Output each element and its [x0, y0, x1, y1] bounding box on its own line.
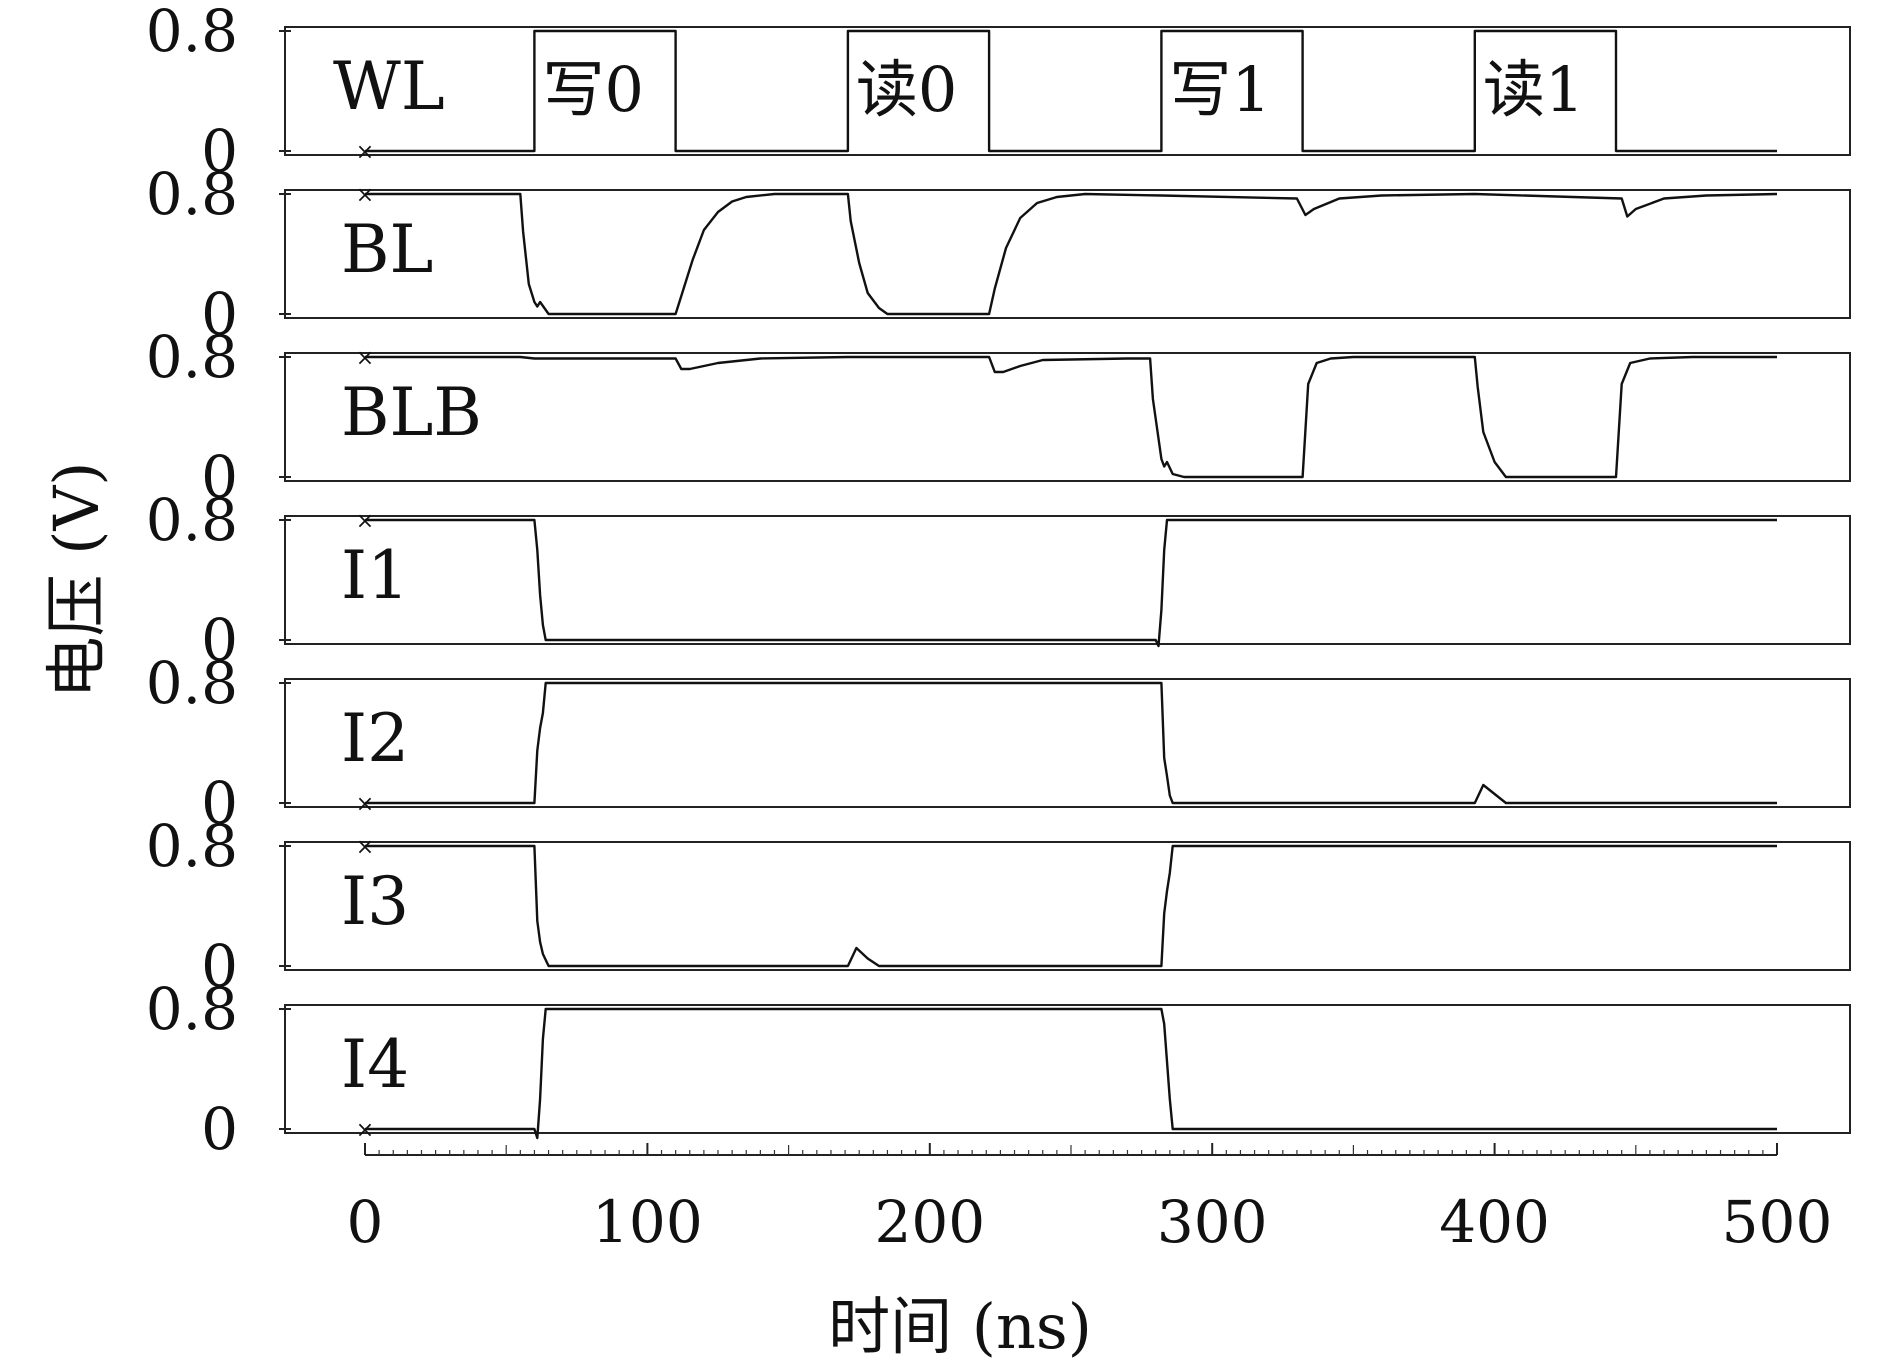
- y-tick-label: 0.8: [146, 812, 238, 880]
- series-label-blb: BLB: [341, 374, 482, 451]
- y-tick-label: 0: [201, 443, 238, 511]
- panel-frame: [284, 1004, 1851, 1134]
- series-label-wl: WL: [333, 48, 445, 125]
- y-tick-label: 0.8: [146, 975, 238, 1043]
- start-marker: ×: [356, 792, 374, 817]
- x-tick-label: 200: [874, 1188, 985, 1256]
- y-axis-title: 电压 (V): [40, 462, 113, 699]
- x-tick-label: 400: [1439, 1188, 1550, 1256]
- event-label: 读1: [1483, 53, 1584, 126]
- start-marker: ×: [356, 140, 374, 165]
- y-tick-label: 0.8: [146, 323, 238, 391]
- start-marker: ×: [356, 509, 374, 534]
- series-label-i4: I4: [341, 1026, 409, 1103]
- y-tick-label: 0: [201, 606, 238, 674]
- panel-frame: [284, 841, 1851, 971]
- series-line-wl: [365, 29, 1777, 153]
- panel-bl: 0 × 0.8BL: [146, 160, 1851, 348]
- series-line-blb: [365, 355, 1777, 479]
- series-line-bl: [365, 192, 1778, 316]
- panel-frame: [284, 678, 1851, 808]
- x-tick-label: 300: [1157, 1188, 1268, 1256]
- series-label-i3: I3: [341, 863, 409, 940]
- start-marker: ×: [356, 835, 374, 860]
- y-tick-label: 0.8: [146, 160, 238, 228]
- start-marker: ×: [356, 1118, 374, 1143]
- start-marker: ×: [356, 346, 374, 371]
- panel-i4: 0 × 0.8I4: [146, 975, 1851, 1163]
- y-tick-label: 0.8: [146, 486, 238, 554]
- x-tick-label: 0: [347, 1188, 384, 1256]
- y-tick-label: 0.8: [146, 0, 238, 65]
- y-tick-label: 0: [201, 1095, 238, 1163]
- panel-i3: 0 × 0.8I3: [146, 812, 1851, 1000]
- x-tick-label: 100: [592, 1188, 703, 1256]
- panel-frame: [284, 515, 1851, 645]
- panel-frame: [284, 26, 1851, 156]
- y-tick-label: 0: [201, 117, 238, 185]
- panel-frame: [284, 189, 1851, 319]
- series-label-bl: BL: [341, 211, 433, 288]
- y-tick-label: 0.8: [146, 649, 238, 717]
- series-label-i2: I2: [341, 700, 409, 777]
- panel-i1: 0 × 0.8I1: [146, 486, 1851, 674]
- y-tick-label: 0: [201, 769, 238, 837]
- x-axis: 0 100 200 300 400 500: [347, 1143, 1833, 1256]
- series-line-i4: [365, 1007, 1777, 1140]
- event-label: 读0: [856, 53, 957, 126]
- series-line-i1: [365, 518, 1777, 648]
- panel-i2: 0 × 0.8I2: [146, 649, 1851, 837]
- event-label: 写0: [542, 53, 643, 126]
- x-tick-label: 500: [1722, 1188, 1833, 1256]
- y-tick-label: 0: [201, 932, 238, 1000]
- panel-wl: 0 × 0.8WL 写0 读0 写1 读1: [146, 0, 1851, 185]
- event-label: 写1: [1169, 53, 1270, 126]
- start-marker: ×: [356, 183, 374, 208]
- series-line-i3: [365, 844, 1777, 968]
- series-line-i2: [365, 681, 1777, 805]
- series-label-i1: I1: [341, 537, 409, 614]
- y-tick-label: 0: [201, 280, 238, 348]
- x-axis-title: 时间 (ns): [828, 1290, 1092, 1363]
- panel-frame: [284, 352, 1851, 482]
